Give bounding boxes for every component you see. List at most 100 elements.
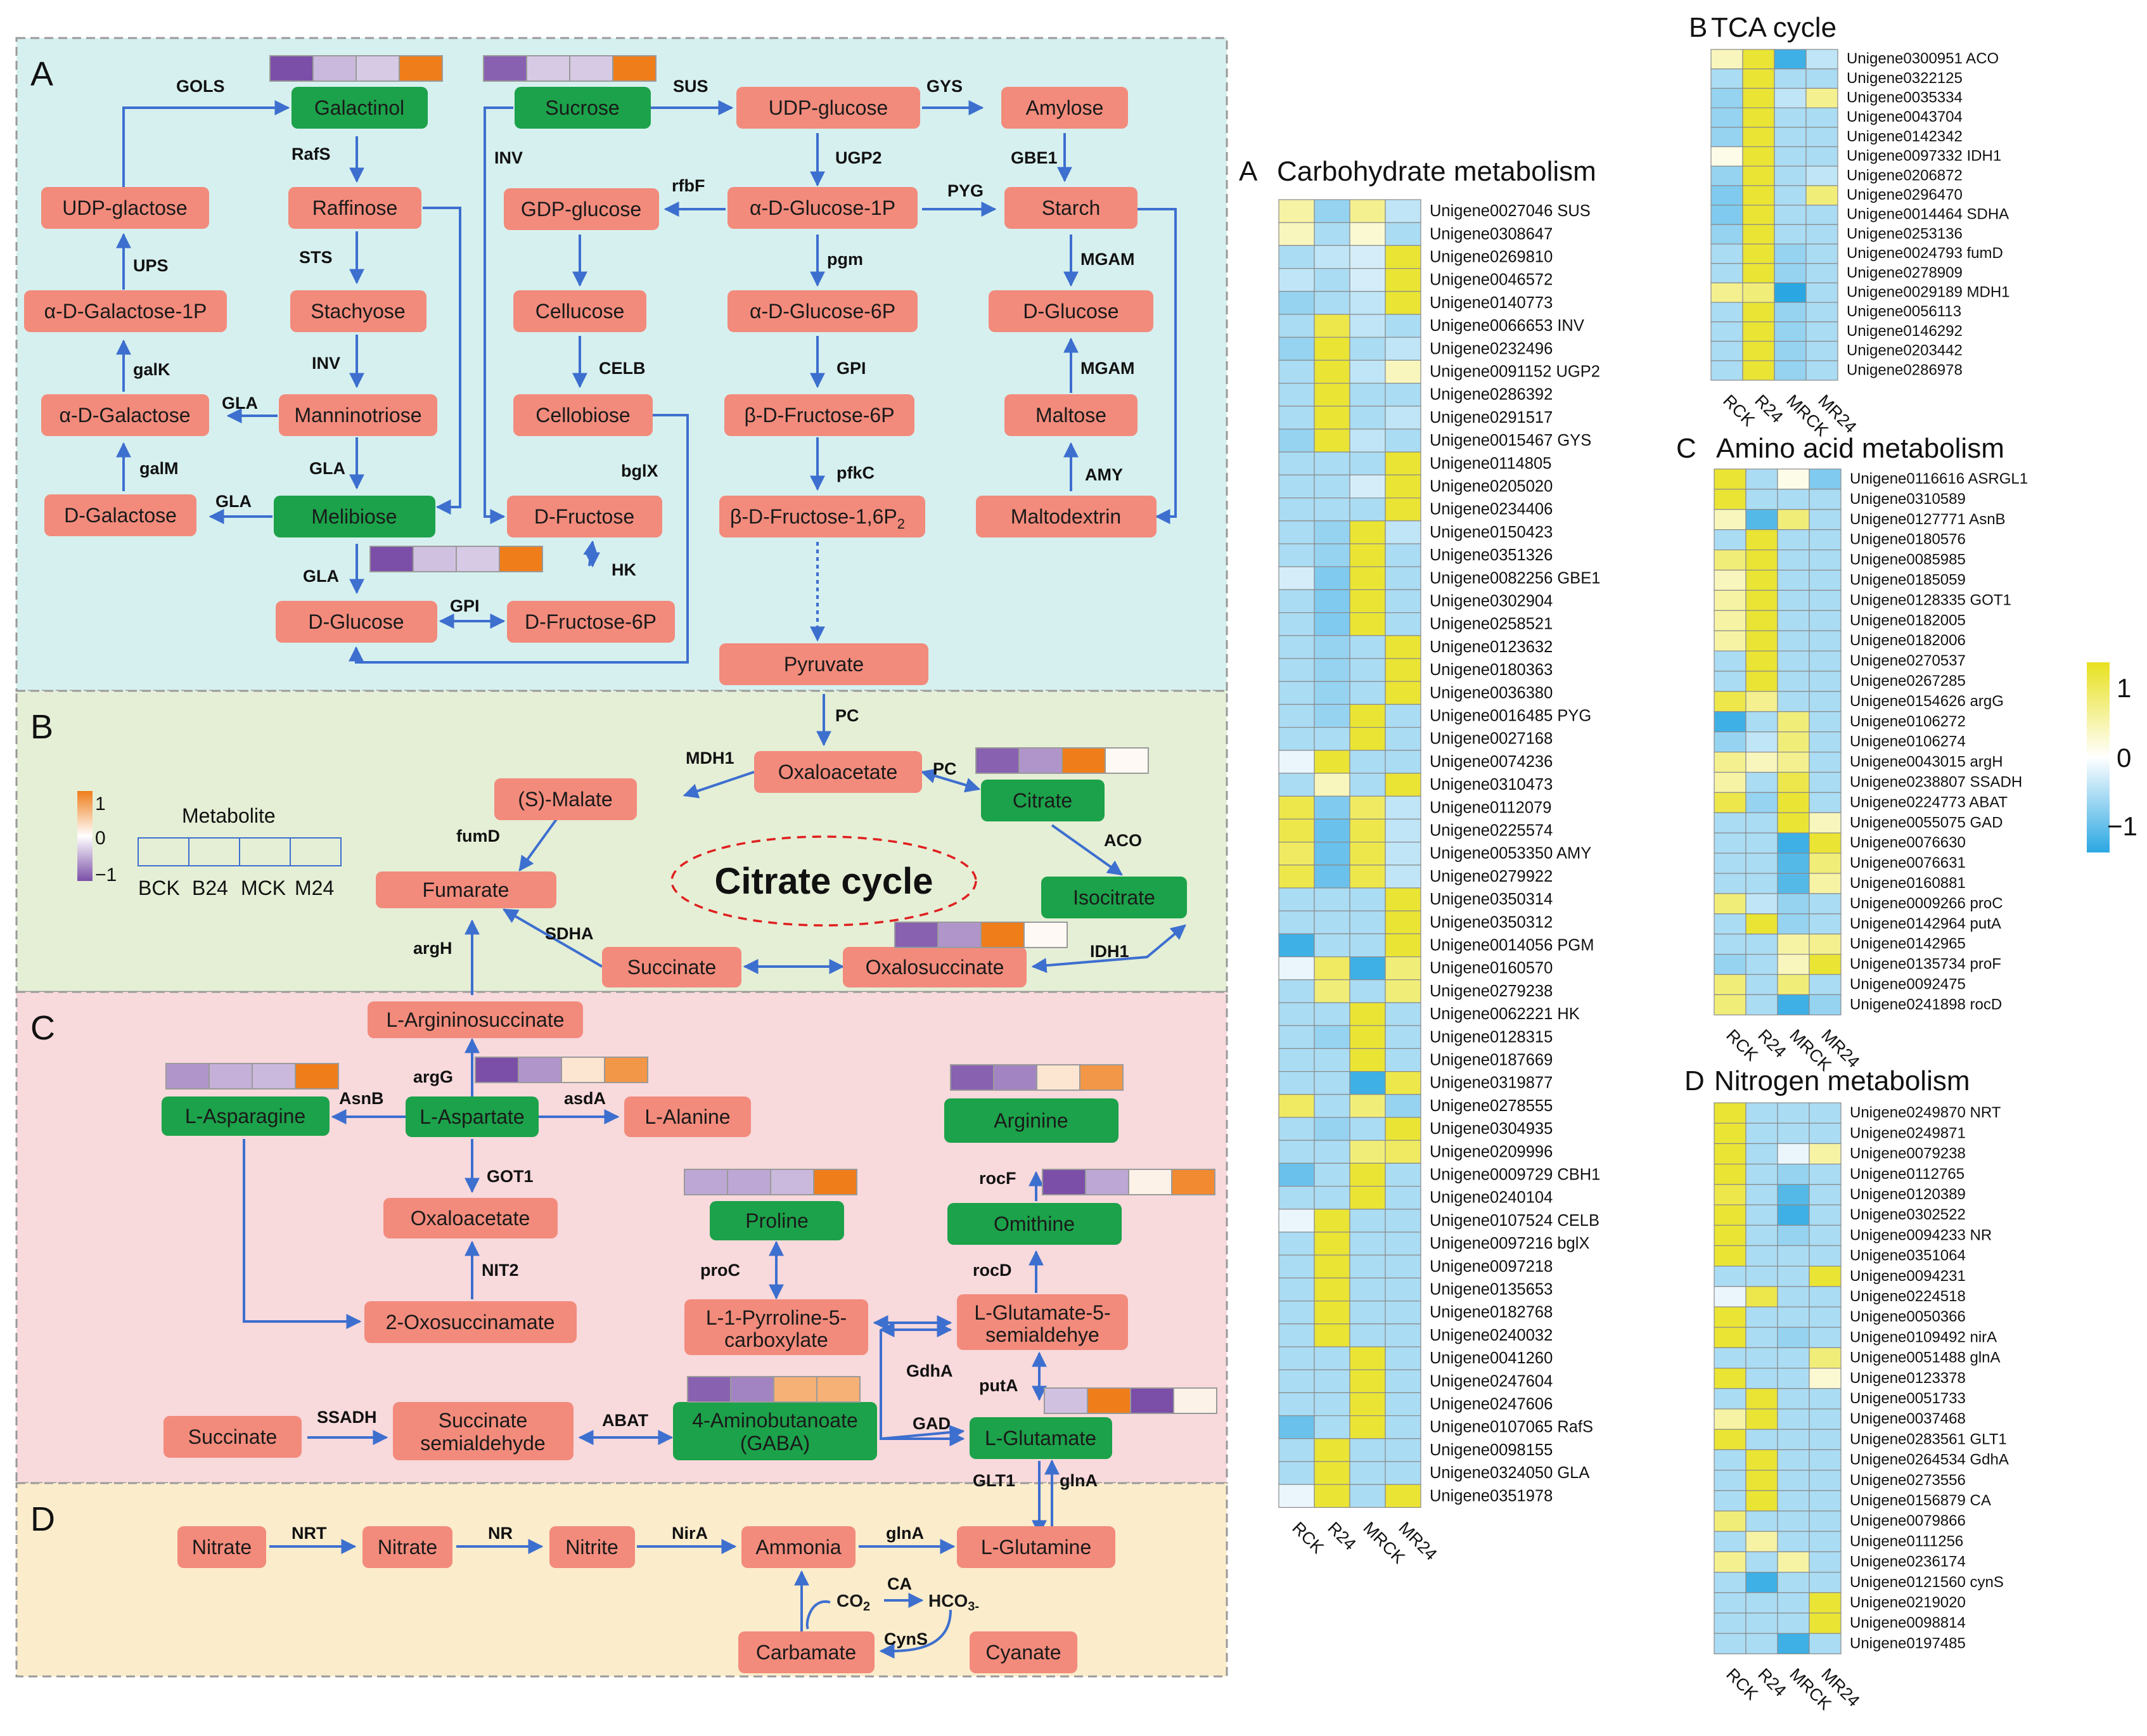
node-l-1-pyrroline-5-carboxylate[interactable]: L-1-Pyrroline-5-carboxylate [684,1299,868,1355]
co2-label: CO2 [836,1591,870,1614]
panel-letter-a: A [30,55,53,93]
node-a-d-galactose-1p[interactable]: α-D-Galactose-1P [24,290,227,332]
node-udp-glucose[interactable]: UDP-glucose [736,87,920,129]
node-sucrose[interactable]: Sucrose [515,87,651,129]
panel-letter-c: C [30,1009,55,1047]
node-gdp-glucose[interactable]: GDP-glucose [504,188,659,230]
node-label: D-Fructose-6P [525,610,657,633]
enzyme-ca: CA [887,1574,912,1593]
pink-nodes: UDP-glucose Amylose UDP-glactose Raffino… [24,87,1157,1673]
node-d-galactose[interactable]: D-Galactose [44,494,196,536]
node-label: L-Alanine [644,1105,730,1128]
metabolite-bar-cell-d-glucose [413,546,457,572]
node-oxaloacetate-b[interactable]: Oxaloacetate [754,751,922,793]
metabolite-bar-cell-arginine [1036,1064,1080,1091]
node-label: Nitrate [378,1536,437,1559]
metabolite-bar-cell-gaba [730,1376,774,1403]
node-d-glucose[interactable]: D-Glucose [276,601,437,643]
node-starch[interactable]: Starch [1004,187,1138,229]
node-a-d-glucose-1p[interactable]: α-D-Glucose-1P [727,187,918,229]
enzyme-rocd: rocD [973,1261,1012,1280]
node-proline[interactable]: Proline [710,1201,844,1240]
node-label-line2: semialdehye [985,1323,1099,1346]
node-label: D-Fructose [534,505,634,528]
node-cellucose[interactable]: Cellucose [513,290,646,332]
node-b-d-fructose-16p2[interactable]: β-D-Fructose-1,6P2 [719,496,925,537]
metabolite-bar-cell-proline [770,1169,814,1195]
node-l-asparagine[interactable]: L-Asparagine [162,1096,330,1136]
enzyme-pgm: pgm [827,250,863,269]
node-label: β-D-Fructose-6P [744,404,894,427]
node-ornithine[interactable]: Omithine [947,1203,1122,1245]
node-carbamate[interactable]: Carbamate [738,1631,875,1673]
node-udp-glactose[interactable]: UDP-glactose [41,187,209,229]
node-isocitrate[interactable]: Isocitrate [1041,877,1187,918]
node-s-malate[interactable]: (S)-Malate [494,778,637,820]
citrate-cycle-ellipse [670,835,977,927]
node-label: L-1-Pyrroline-5- [706,1306,847,1329]
metabolite-bar-cell-gaba [773,1376,817,1403]
enzyme-nit2: NIT2 [482,1261,519,1280]
node-d-glucose-top[interactable]: D-Glucose [989,290,1153,332]
node-d-fructose[interactable]: D-Fructose [507,496,662,537]
enzyme-ssadh: SSADH [317,1408,377,1427]
node-l-alanine[interactable]: L-Alanine [624,1096,751,1137]
node-arginine[interactable]: Arginine [944,1098,1118,1143]
node-oxalosuccinate[interactable]: Oxalosuccinate [843,947,1027,987]
node-label: β-D-Fructose-1,6P [730,505,897,528]
metabolite-bar-cell-l-glutamate [1087,1387,1131,1414]
node-cyanate[interactable]: Cyanate [970,1631,1077,1673]
enzyme-nira: NirA [672,1524,708,1543]
node-maltose[interactable]: Maltose [1004,394,1138,436]
node-amylose[interactable]: Amylose [1001,87,1128,129]
node-label: Maltodextrin [1011,505,1121,528]
node-l-glutamate[interactable]: L-Glutamate [970,1417,1112,1459]
node-citrate[interactable]: Citrate [981,780,1105,821]
node-succinate-c[interactable]: Succinate [163,1416,302,1458]
node-raffinose[interactable]: Raffinose [288,187,421,229]
node-l-aspartate[interactable]: L-Aspartate [406,1096,539,1137]
enzyme-fumd: fumD [456,826,500,845]
node-pyruvate[interactable]: Pyruvate [719,643,928,685]
node-ammonia[interactable]: Ammonia [741,1526,856,1568]
node-manninotriose[interactable]: Manninotriose [279,394,437,436]
node-succinate-b[interactable]: Succinate [602,947,741,987]
node-galactinol[interactable]: Galactinol [292,87,428,129]
node-2-oxosuccinamate[interactable]: 2-Oxosuccinamate [364,1301,577,1343]
node-label: Pyruvate [784,653,864,676]
enzyme-labels: GOLS SUS GYS RafS INV UGP2 GBE1 rfbF PYG… [133,77,1142,1649]
enzyme-cyns: CynS [884,1630,928,1649]
enzyme-gla-4: GLA [303,567,339,586]
node-label: Manninotriose [295,404,422,427]
node-label: Oxaloacetate [411,1207,530,1230]
node-maltodextrin[interactable]: Maltodextrin [976,496,1157,537]
metabolite-bar-cell-l-aspartate [604,1057,648,1083]
node-fumarate[interactable]: Fumarate [376,871,556,908]
enzyme-abat: ABAT [602,1411,648,1430]
node-stachyose[interactable]: Stachyose [290,290,426,332]
enzyme-gols: GOLS [176,77,225,96]
node-label: α-D-Glucose-6P [750,300,895,323]
node-b-d-fructose-6p[interactable]: β-D-Fructose-6P [724,394,914,436]
node-nitrite[interactable]: Nitrite [549,1526,635,1568]
citrate-cycle-label: Citrate cycle [715,861,933,902]
metabolite-bar-cell-l-aspartate [475,1057,519,1083]
node-a-d-galactose[interactable]: α-D-Galactose [41,394,209,436]
node-nitrate-2[interactable]: Nitrate [362,1526,452,1568]
node-oxaloacetate-c[interactable]: Oxaloacetate [383,1198,558,1238]
node-nitrate-1[interactable]: Nitrate [177,1526,266,1568]
node-label: Nitrite [565,1536,618,1559]
node-cellobiose[interactable]: Cellobiose [513,394,653,436]
node-gaba[interactable]: 4-Aminobutanoate(GABA) [673,1402,877,1460]
node-l-argininosuccinate[interactable]: L-Argininosuccinate [368,1001,583,1038]
node-label: Nitrate [192,1536,252,1559]
node-label: Arginine [994,1109,1068,1132]
enzyme-gad: GAD [913,1414,951,1433]
node-a-d-glucose-6p[interactable]: α-D-Glucose-6P [727,290,918,332]
node-l-glutamate-5-semialdehye[interactable]: L-Glutamate-5-semialdehye [957,1294,1128,1350]
node-melibiose[interactable]: Melibiose [274,496,435,537]
node-l-glutamine[interactable]: L-Glutamine [957,1526,1115,1568]
enzyme-rfbf: rfbF [672,176,705,195]
node-d-fructose-6p[interactable]: D-Fructose-6P [507,601,675,643]
